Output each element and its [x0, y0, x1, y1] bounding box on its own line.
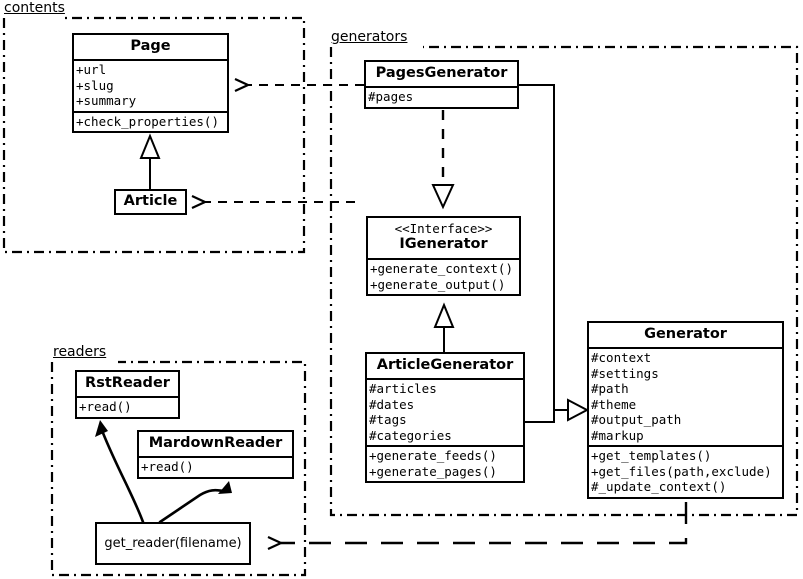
package-label-readers: readers [53, 344, 107, 360]
method-row: +generate_feeds() [369, 448, 497, 464]
method-row: +read() [79, 399, 132, 415]
class-methods-mardownreader: +read() [139, 456, 292, 477]
class-methods-page: +check_properties() [74, 110, 227, 132]
class-title-rstreader: RstReader [85, 375, 170, 391]
package-frame-contents [2, 16, 306, 254]
class-title-articlegenerator: ArticleGenerator [376, 357, 514, 373]
class-title-mardownreader: MardownReader [148, 435, 283, 451]
attribute-row: #output_path [591, 412, 682, 428]
package-label-generators: generators [331, 29, 408, 45]
function-box-get-reader[interactable]: get_reader(filename) [95, 522, 251, 565]
class-title-page: Page [130, 38, 171, 54]
class-box-articlegenerator[interactable]: ArticleGenerator #articles #dates #tags … [365, 352, 525, 484]
attribute-row: #path [591, 381, 629, 397]
attribute-row: +slug [76, 77, 114, 93]
class-methods-rstreader: +read() [77, 396, 178, 417]
class-attributes-generator: #context #settings #path #theme #output_… [589, 347, 782, 445]
class-methods-igenerator: +generate_context() +generate_output() [368, 258, 519, 294]
class-attributes-pagesgenerator: #pages [366, 86, 517, 107]
attribute-row: #categories [369, 427, 452, 443]
class-box-article[interactable]: Article [114, 189, 187, 216]
class-title-igenerator: <<Interface>> IGenerator [368, 218, 519, 258]
attribute-row: +url [76, 62, 107, 78]
attribute-row: +summary [76, 93, 137, 109]
class-attributes-page: +url +slug +summary [74, 59, 227, 111]
relation-articlegenerator-to-igenerator [433, 302, 455, 352]
relation-getreader-to-mardownreader [158, 481, 232, 524]
method-row: +check_properties() [76, 113, 219, 129]
class-stereotype-igenerator: <<Interface>> [394, 221, 493, 236]
method-row: +read() [141, 459, 194, 475]
method-row: +generate_output() [370, 276, 506, 292]
class-title-article: Article [123, 193, 178, 209]
relation-generator-to-getreader [281, 502, 688, 543]
attribute-row: #dates [369, 396, 415, 412]
attribute-row: #pages [368, 89, 414, 105]
class-box-pagesgenerator[interactable]: PagesGenerator #pages [364, 60, 519, 109]
package-frame-generators [329, 45, 799, 517]
attribute-row: #theme [591, 396, 637, 412]
class-box-page[interactable]: Page +url +slug +summary +check_properti… [72, 33, 229, 134]
class-box-mardownreader[interactable]: MardownReader +read() [137, 430, 294, 479]
class-box-igenerator[interactable]: <<Interface>> IGenerator +generate_conte… [366, 216, 521, 297]
package-frame-readers [50, 360, 307, 577]
class-attributes-articlegenerator: #articles #dates #tags #categories [367, 378, 523, 445]
class-box-generator[interactable]: Generator #context #settings #path #them… [587, 321, 784, 499]
class-methods-articlegenerator: +generate_feeds() +generate_pages() [367, 445, 523, 481]
attribute-row: #articles [369, 381, 437, 397]
method-row: +generate_pages() [369, 463, 497, 479]
class-title-generator: Generator [644, 326, 727, 342]
attribute-row: #markup [591, 427, 644, 443]
method-row: +get_files(path,exclude) [591, 463, 772, 479]
relation-article-to-page [139, 133, 161, 189]
method-row: +get_templates() [591, 448, 712, 464]
attribute-row: #context [591, 350, 652, 366]
attribute-row: #tags [369, 412, 407, 428]
class-title-pagesgenerator: PagesGenerator [375, 65, 508, 81]
method-row: #_update_context() [591, 479, 727, 495]
class-name-igenerator: IGenerator [399, 236, 488, 253]
attribute-row: #settings [591, 365, 659, 381]
function-label-get-reader: get_reader(filename) [104, 536, 242, 551]
method-row: +generate_context() [370, 261, 513, 277]
package-label-contents: contents [4, 0, 65, 16]
class-methods-generator: +get_templates() +get_files(path,exclude… [589, 445, 782, 497]
relation-generators-to-generator [519, 84, 590, 423]
relation-getreader-to-rstreader [95, 420, 145, 524]
relation-pagesgenerator-to-igenerator [431, 110, 455, 210]
class-box-rstreader[interactable]: RstReader +read() [75, 370, 180, 419]
